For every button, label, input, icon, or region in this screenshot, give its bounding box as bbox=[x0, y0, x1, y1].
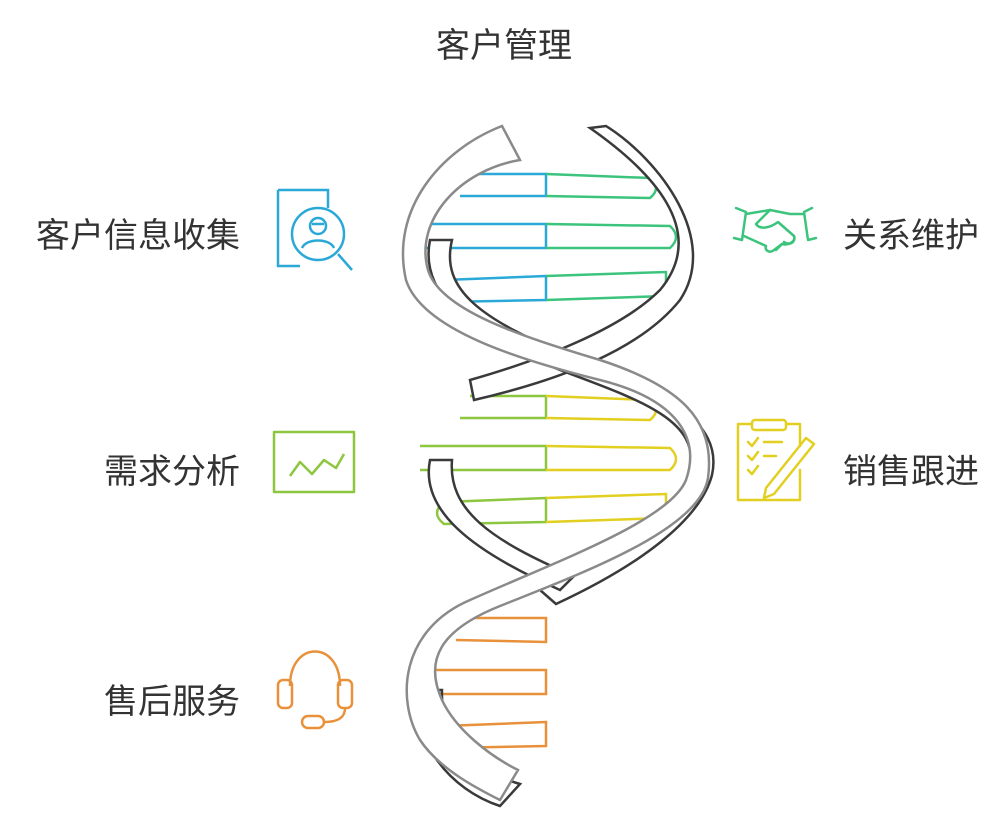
label-after-sales: 售后服务 bbox=[104, 682, 240, 722]
label-relationship: 关系维护 bbox=[843, 216, 979, 256]
rung-left-lime-2 bbox=[420, 444, 548, 472]
chart-line-icon bbox=[272, 430, 356, 494]
handshake-icon bbox=[732, 206, 818, 253]
rung-left-lime-1 bbox=[460, 394, 548, 420]
strand-front bbox=[401, 124, 711, 802]
label-sales-followup: 销售跟进 bbox=[843, 452, 979, 492]
rungs-group-customer-info bbox=[420, 172, 678, 304]
strand-back bbox=[417, 124, 715, 808]
rung-right-green-3 bbox=[545, 270, 668, 302]
label-needs-analysis: 需求分析 bbox=[104, 452, 240, 492]
rung-right-green-1 bbox=[545, 172, 658, 200]
rung-right-yellow-2 bbox=[545, 444, 678, 472]
label-customer-info: 客户信息收集 bbox=[36, 216, 240, 256]
rung-orange-1 bbox=[455, 616, 548, 644]
clipboard-pen-icon bbox=[736, 418, 816, 502]
rung-left-blue-1 bbox=[460, 172, 548, 198]
headset-icon bbox=[276, 650, 354, 730]
diagram-title: 客户管理 bbox=[436, 26, 572, 66]
rung-orange-2 bbox=[420, 668, 548, 696]
rung-right-green-2 bbox=[545, 222, 678, 250]
customer-search-icon bbox=[276, 188, 353, 271]
rung-left-blue-2 bbox=[420, 222, 548, 250]
